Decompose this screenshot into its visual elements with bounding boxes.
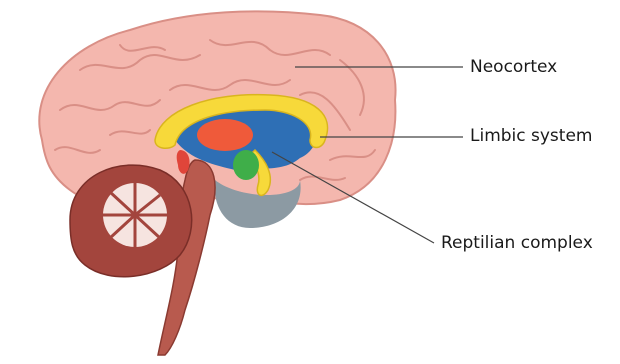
- label-reptilian-complex: Reptilian complex: [441, 233, 593, 253]
- cerebellum: [70, 165, 192, 277]
- label-neocortex: Neocortex: [470, 57, 557, 77]
- thalamus: [197, 119, 253, 151]
- label-limbic-system: Limbic system: [470, 126, 592, 146]
- hypothalamus: [233, 150, 259, 180]
